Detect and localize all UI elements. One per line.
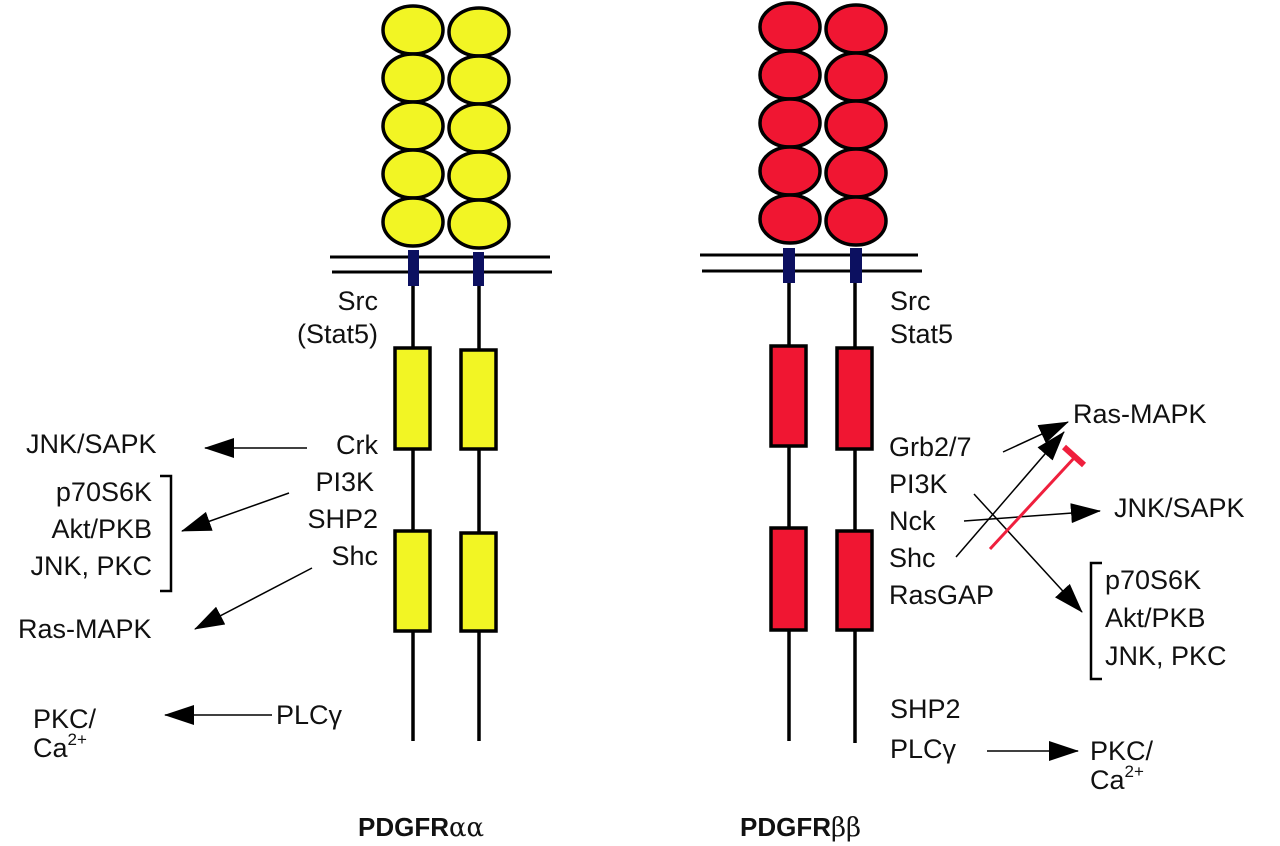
title-greek: αα — [449, 813, 485, 843]
calcium-charge: 2+ — [67, 730, 87, 749]
kinase-domain — [769, 344, 808, 448]
kinase-domain — [769, 526, 808, 632]
output-ras-mapk: Ras-MAPK — [1073, 399, 1207, 429]
label-shc: Shc — [331, 541, 378, 571]
ig-domain — [447, 54, 511, 106]
output-calcium: Ca2+ — [33, 730, 87, 763]
kinase-domain — [459, 531, 498, 633]
arrow-shc-ras — [955, 431, 1065, 558]
ig-domain — [758, 193, 822, 245]
transmembrane-domain — [408, 250, 419, 286]
kinase-domain — [393, 346, 432, 451]
kinase-domain — [459, 348, 498, 451]
label-shc: Shc — [889, 543, 936, 573]
output-jnk-pkc: JNK, PKC — [1105, 641, 1227, 671]
output-ras-mapk: Ras-MAPK — [18, 614, 152, 644]
ig-domain — [758, 97, 822, 149]
kinase-domain — [393, 529, 432, 633]
ig-domain — [381, 4, 445, 56]
label-nck: Nck — [889, 506, 936, 536]
label-pi3k: PI3K — [889, 469, 948, 499]
label-stat5: (Stat5) — [296, 319, 378, 349]
label-crk: Crk — [336, 430, 378, 460]
ig-domain — [381, 100, 445, 152]
ig-domain — [447, 6, 511, 58]
arrow-nck-jnk — [963, 503, 1101, 524]
inhibition-rasgap-ras — [988, 455, 1077, 551]
output-pkc: PKC/ — [33, 704, 97, 734]
title-main: PDGFR — [358, 812, 449, 842]
transmembrane-domain — [783, 248, 795, 283]
label-src: Src — [337, 286, 379, 316]
inhibition-bar — [1061, 444, 1087, 468]
output-jnk-pkc: JNK, PKC — [30, 551, 152, 581]
arrow-shc-ras — [194, 567, 313, 630]
calcium-base: Ca — [1090, 765, 1125, 795]
ig-domain — [758, 1, 822, 53]
ig-domain — [824, 99, 888, 151]
output-p70s6k: p70S6K — [55, 477, 152, 507]
kinase-domain — [835, 529, 874, 632]
output-akt-pkb: Akt/PKB — [1105, 603, 1206, 633]
label-pi3k: PI3K — [315, 467, 374, 497]
output-bracket — [160, 474, 173, 593]
ig-domain — [381, 52, 445, 104]
ig-domain — [381, 148, 445, 200]
ig-domain — [447, 150, 511, 202]
label-plcg: PLCγ — [890, 734, 957, 764]
ig-domain — [758, 145, 822, 197]
kinase-domain — [835, 346, 874, 451]
label-stat5: Stat5 — [890, 319, 954, 349]
output-jnk-sapk: JNK/SAPK — [1114, 493, 1245, 523]
transmembrane-domain — [850, 248, 862, 283]
output-calcium: Ca2+ — [1090, 762, 1144, 795]
calcium-charge: 2+ — [1124, 762, 1144, 781]
ig-domain — [447, 102, 511, 154]
output-jnk-sapk: JNK/SAPK — [26, 429, 157, 459]
output-bracket — [1089, 561, 1102, 681]
label-grb2-7: Grb2/7 — [889, 432, 972, 462]
ig-domain — [824, 3, 888, 55]
label-shp2: SHP2 — [890, 694, 961, 724]
output-pkc: PKC/ — [1090, 736, 1154, 766]
receptor-title-alpha: PDGFRαα — [358, 812, 484, 843]
title-greek: ββ — [831, 813, 862, 843]
ig-domain — [758, 49, 822, 101]
arrow-pi3k-bracket — [181, 492, 290, 532]
transmembrane-domain — [473, 252, 484, 286]
label-src: Src — [890, 286, 931, 316]
receptor-title-beta: PDGFRββ — [740, 812, 861, 843]
ig-domain — [824, 147, 888, 199]
label-plcg: PLCγ — [276, 700, 343, 730]
title-main: PDGFR — [740, 812, 831, 842]
label-rasgap: RasGAP — [889, 580, 995, 610]
arrow-grb2-ras — [1002, 421, 1069, 453]
output-akt-pkb: Akt/PKB — [51, 514, 152, 544]
ig-domain — [381, 196, 445, 248]
receptor-alpha — [160, 4, 552, 741]
arrow-pi3k-bracket — [973, 493, 1083, 613]
output-p70s6k: p70S6K — [1105, 565, 1202, 595]
label-shp2: SHP2 — [307, 504, 378, 534]
ig-domain — [447, 198, 511, 250]
ig-domain — [824, 195, 888, 247]
ig-domain — [824, 51, 888, 103]
receptor-beta — [700, 1, 1102, 761]
calcium-base: Ca — [33, 733, 68, 763]
